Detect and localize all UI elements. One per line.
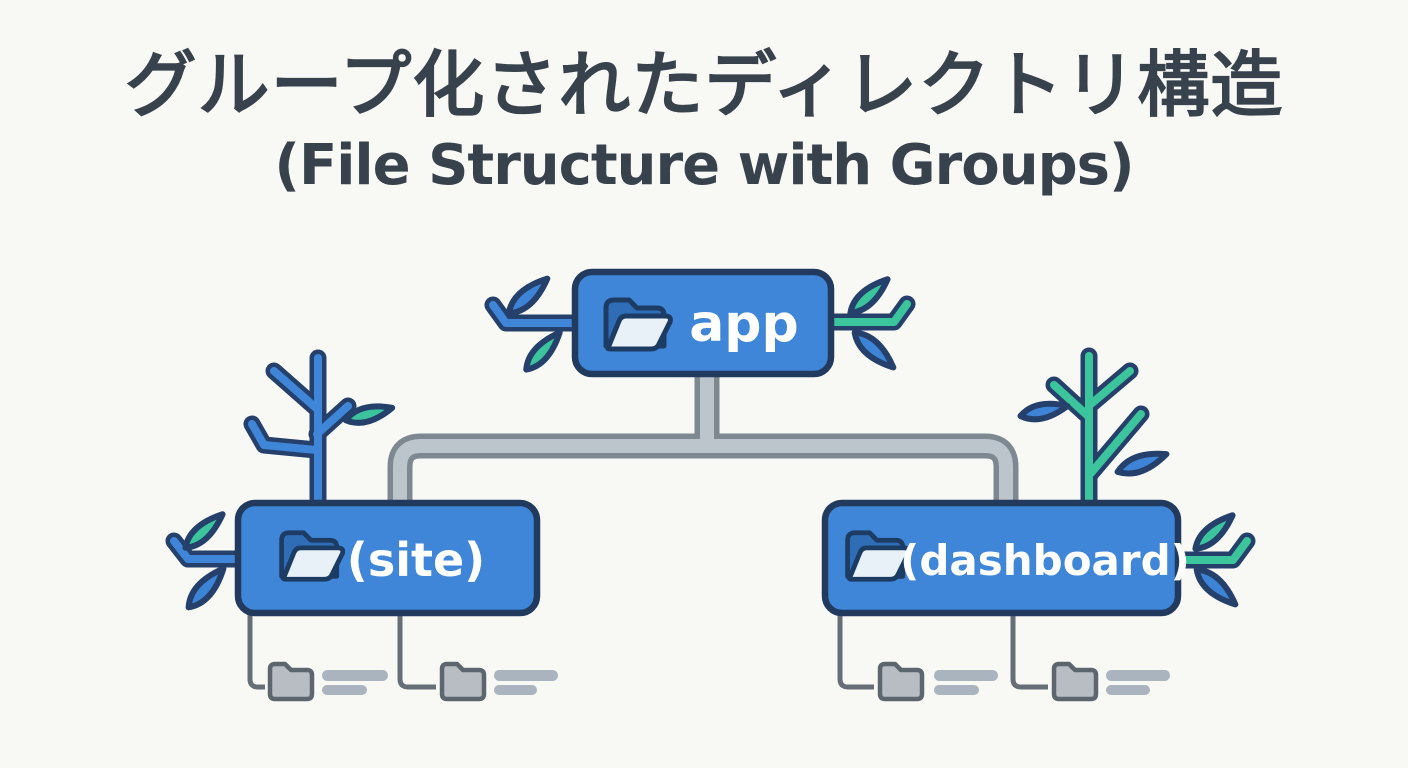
subitem-line: [1010, 610, 1048, 690]
text-placeholder-bar: [494, 670, 558, 681]
text-placeholder-bar: [934, 685, 979, 695]
decor-tree-dashboard: [1017, 347, 1170, 517]
leaf-icon: [1193, 566, 1239, 608]
leaf-icon: [342, 403, 396, 426]
open-folder-icon: [845, 530, 912, 582]
node-site-box: [234, 499, 541, 617]
open-folder-icon: [603, 297, 673, 352]
leaf-icon: [185, 565, 227, 611]
branch-icon: [1170, 537, 1251, 564]
leaf-icon: [1114, 450, 1170, 477]
node-dashboard-label: (dashboard): [900, 536, 1190, 585]
decor-branch-app-right: [819, 276, 916, 371]
open-folder-icon: [279, 530, 346, 582]
subitem-line: [247, 610, 265, 690]
decor-branch-site-left: [165, 511, 251, 611]
connector-bar-outline: [387, 433, 1019, 508]
text-placeholder-bar: [322, 670, 388, 681]
folder-icon: [1051, 661, 1099, 702]
node-app-label: app: [689, 294, 799, 354]
decor-branch-dashboard-right: [1165, 512, 1256, 608]
subitem-line: [837, 610, 874, 690]
branch-icon: [489, 301, 582, 327]
text-placeholder-bar: [1106, 685, 1150, 695]
decor-tree-site: [243, 349, 396, 517]
decor-branch-app-left: [484, 275, 587, 373]
node-site: (site): [234, 499, 541, 617]
leaf-icon: [1192, 512, 1236, 552]
text-placeholder-bar: [1106, 670, 1170, 681]
leaf-icon: [523, 329, 563, 373]
leaf-icon: [851, 329, 897, 371]
connector-app-to-groups: [387, 368, 1019, 508]
branch-icon: [170, 537, 246, 563]
leaf-icon: [505, 275, 551, 317]
leaf-icon: [1017, 400, 1071, 423]
node-dashboard: (dashboard): [821, 499, 1190, 617]
tree-branches: [248, 354, 352, 512]
text-placeholder-bar: [934, 670, 998, 681]
node-site-label: (site): [347, 533, 485, 587]
node-app: app: [571, 268, 835, 378]
node-dashboard-box: [821, 499, 1182, 617]
page-title: グループ化されたディレクトリ構造: [124, 43, 1284, 127]
folder-icon: [877, 661, 925, 702]
tree-branches: [1050, 352, 1145, 512]
connector-bar: [393, 439, 1013, 508]
branch-icon: [824, 300, 911, 326]
folder-icon: [439, 661, 487, 702]
title-block: グループ化されたディレクトリ構造 (File Structure with Gr…: [0, 43, 1408, 198]
folder-icon: [267, 661, 315, 702]
subitems-site: [247, 610, 558, 702]
leaf-icon: [182, 511, 226, 551]
leaf-icon: [847, 276, 891, 316]
subitems-dashboard: [837, 610, 1170, 702]
text-placeholder-bar: [322, 685, 367, 695]
tree-outline: [243, 349, 357, 517]
text-placeholder-bar: [494, 685, 537, 695]
page-subtitle: (File Structure with Groups): [274, 132, 1134, 198]
subitem-line: [397, 610, 436, 690]
